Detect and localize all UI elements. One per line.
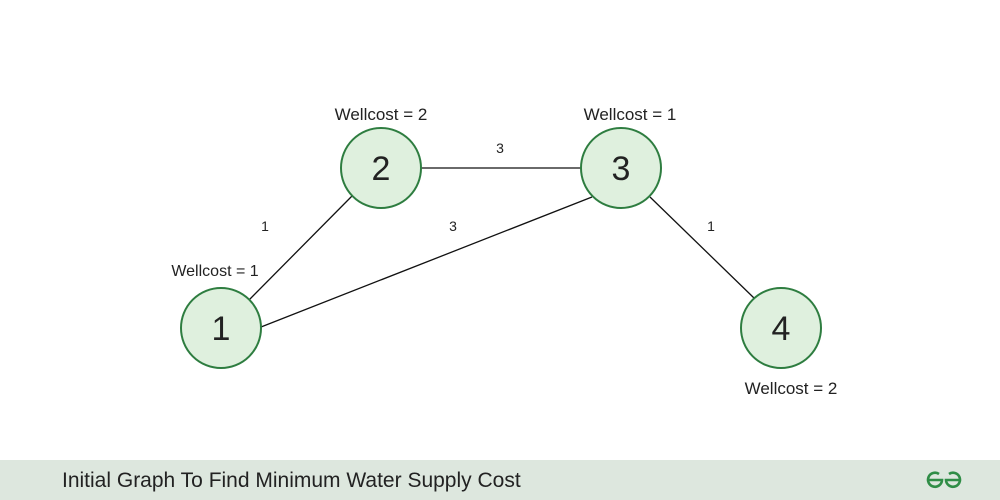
graph-diagram: 1 3 3 1 1 2 3 4 Wellcost = 1 Wellcost = …: [171, 105, 838, 398]
caption-title: Initial Graph To Find Minimum Water Supp…: [62, 469, 521, 492]
edge-weight-3-4: 1: [707, 218, 715, 234]
wellcost-label-node-2: Wellcost = 2: [335, 105, 428, 124]
node-4: 4: [740, 287, 822, 369]
node-label: 3: [612, 150, 631, 188]
footer-bar: Initial Graph To Find Minimum Water Supp…: [0, 460, 1000, 500]
node-1: 1: [180, 287, 262, 369]
edge-1-2: [248, 194, 354, 301]
node-label: 4: [772, 310, 791, 348]
edge-1-3: [260, 196, 593, 328]
wellcost-label-node-1: Wellcost = 1: [171, 263, 258, 280]
edge-3-4: [649, 196, 755, 299]
node-label: 1: [212, 310, 231, 348]
edge-weight-1-3: 3: [449, 218, 457, 234]
edge-weight-2-3: 3: [496, 140, 504, 156]
wellcost-label-node-4: Wellcost = 2: [745, 379, 838, 398]
edge-weight-1-2: 1: [261, 218, 269, 234]
node-3: 3: [580, 127, 662, 209]
node-2: 2: [340, 127, 422, 209]
wellcost-label-node-3: Wellcost = 1: [584, 105, 677, 124]
gfg-logo-icon: [926, 471, 962, 489]
node-label: 2: [372, 150, 391, 188]
